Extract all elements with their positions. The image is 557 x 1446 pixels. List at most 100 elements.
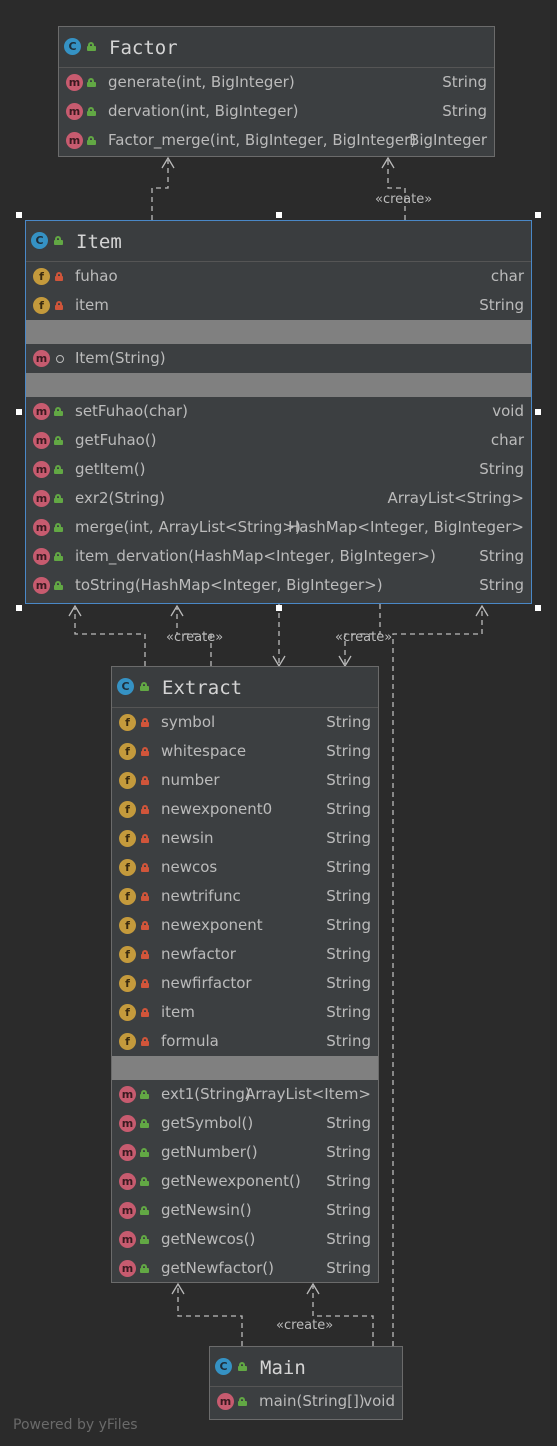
class-icon: C <box>117 678 134 695</box>
arrowhead <box>306 1282 320 1295</box>
selection-handle[interactable] <box>535 409 541 415</box>
constructor-name: Item(String) <box>75 349 166 367</box>
field-icon: f <box>119 743 136 760</box>
private-lock-icon <box>54 272 63 281</box>
method-row[interactable]: m setFuhao(char) void <box>26 397 531 426</box>
edge-main-extract-left <box>177 1286 243 1346</box>
method-type: ArrayList<Item> <box>245 1085 371 1103</box>
selection-handle[interactable] <box>276 212 282 218</box>
method-icon: m <box>33 403 50 420</box>
arrowhead <box>68 604 82 617</box>
class-item[interactable]: C Item f fuhao char f item String m Item… <box>25 220 532 604</box>
method-icon: m <box>119 1115 136 1132</box>
public-lock-icon <box>140 1264 149 1273</box>
method-row[interactable]: m getItem() String <box>26 455 531 484</box>
method-icon: m <box>33 548 50 565</box>
method-type: String <box>479 460 524 478</box>
class-header: C Factor <box>59 27 494 68</box>
method-icon: m <box>119 1144 136 1161</box>
method-icon: m <box>33 577 50 594</box>
selection-handle[interactable] <box>535 212 541 218</box>
create-label: «create» <box>276 1318 334 1333</box>
method-name: getItem() <box>75 460 146 478</box>
public-lock-icon <box>54 581 63 590</box>
class-name: Extract <box>162 677 243 699</box>
field-row[interactable]: f newsin String <box>112 824 378 853</box>
public-lock-icon <box>140 1206 149 1215</box>
method-type: void <box>492 402 524 420</box>
method-row[interactable]: m main(String[]) void <box>210 1387 402 1416</box>
selection-handle[interactable] <box>16 212 22 218</box>
method-type: String <box>442 73 487 91</box>
method-name: main(String[]) <box>259 1392 365 1410</box>
field-type: String <box>326 713 371 731</box>
field-name: newexponent0 <box>161 800 273 818</box>
field-type: String <box>326 829 371 847</box>
class-name: Factor <box>109 37 178 59</box>
method-icon: m <box>66 132 83 149</box>
constructor-row[interactable]: m Item(String) <box>26 344 531 373</box>
method-icon: m <box>119 1231 136 1248</box>
method-icon: m <box>119 1086 136 1103</box>
selection-handle[interactable] <box>276 605 282 611</box>
class-name: Main <box>260 1357 306 1379</box>
method-row[interactable]: m exr2(String) ArrayList<String> <box>26 484 531 513</box>
selection-handle[interactable] <box>16 409 22 415</box>
field-icon: f <box>119 859 136 876</box>
method-row[interactable]: m Factor_merge(int, BigInteger, BigInteg… <box>59 126 494 155</box>
field-name: newfactor <box>161 945 236 963</box>
method-type: char <box>490 431 524 449</box>
method-row[interactable]: m dervation(int, BigInteger) String <box>59 97 494 126</box>
field-icon: f <box>119 830 136 847</box>
field-name: item <box>75 296 109 314</box>
selection-handle[interactable] <box>16 605 22 611</box>
method-icon: m <box>33 490 50 507</box>
field-type: String <box>326 771 371 789</box>
field-row[interactable]: f item String <box>26 291 531 320</box>
class-main[interactable]: C Main m main(String[]) void <box>209 1346 403 1420</box>
arrowhead <box>170 604 184 617</box>
footer-credit: Powered by yFiles <box>13 1417 138 1433</box>
method-row[interactable]: m toString(HashMap<Integer, BigInteger>)… <box>26 571 531 600</box>
class-factor[interactable]: C Factor m generate(int, BigInteger) Str… <box>58 26 495 157</box>
method-icon: m <box>217 1393 234 1410</box>
private-lock-icon <box>140 892 149 901</box>
package-visibility-icon <box>55 354 64 363</box>
selection-handle[interactable] <box>535 605 541 611</box>
method-name: dervation(int, BigInteger) <box>108 102 299 120</box>
method-type: String <box>326 1114 371 1132</box>
public-lock-icon <box>87 136 96 145</box>
create-label: «create» <box>335 630 393 645</box>
method-name: getNumber() <box>161 1143 258 1161</box>
method-type: String <box>326 1201 371 1219</box>
method-row[interactable]: m generate(int, BigInteger) String <box>59 68 494 97</box>
public-lock-icon <box>87 107 96 116</box>
field-name: newsin <box>161 829 214 847</box>
public-lock-icon <box>54 436 63 445</box>
method-row[interactable]: m merge(int, ArrayList<String>) HashMap<… <box>26 513 531 542</box>
method-row[interactable]: m item_dervation(HashMap<Integer, BigInt… <box>26 542 531 571</box>
field-row[interactable]: f fuhao char <box>26 262 531 291</box>
edge-extract-item-create <box>176 608 212 666</box>
class-header: C Main <box>210 1347 402 1387</box>
method-row[interactable]: m getFuhao() char <box>26 426 531 455</box>
